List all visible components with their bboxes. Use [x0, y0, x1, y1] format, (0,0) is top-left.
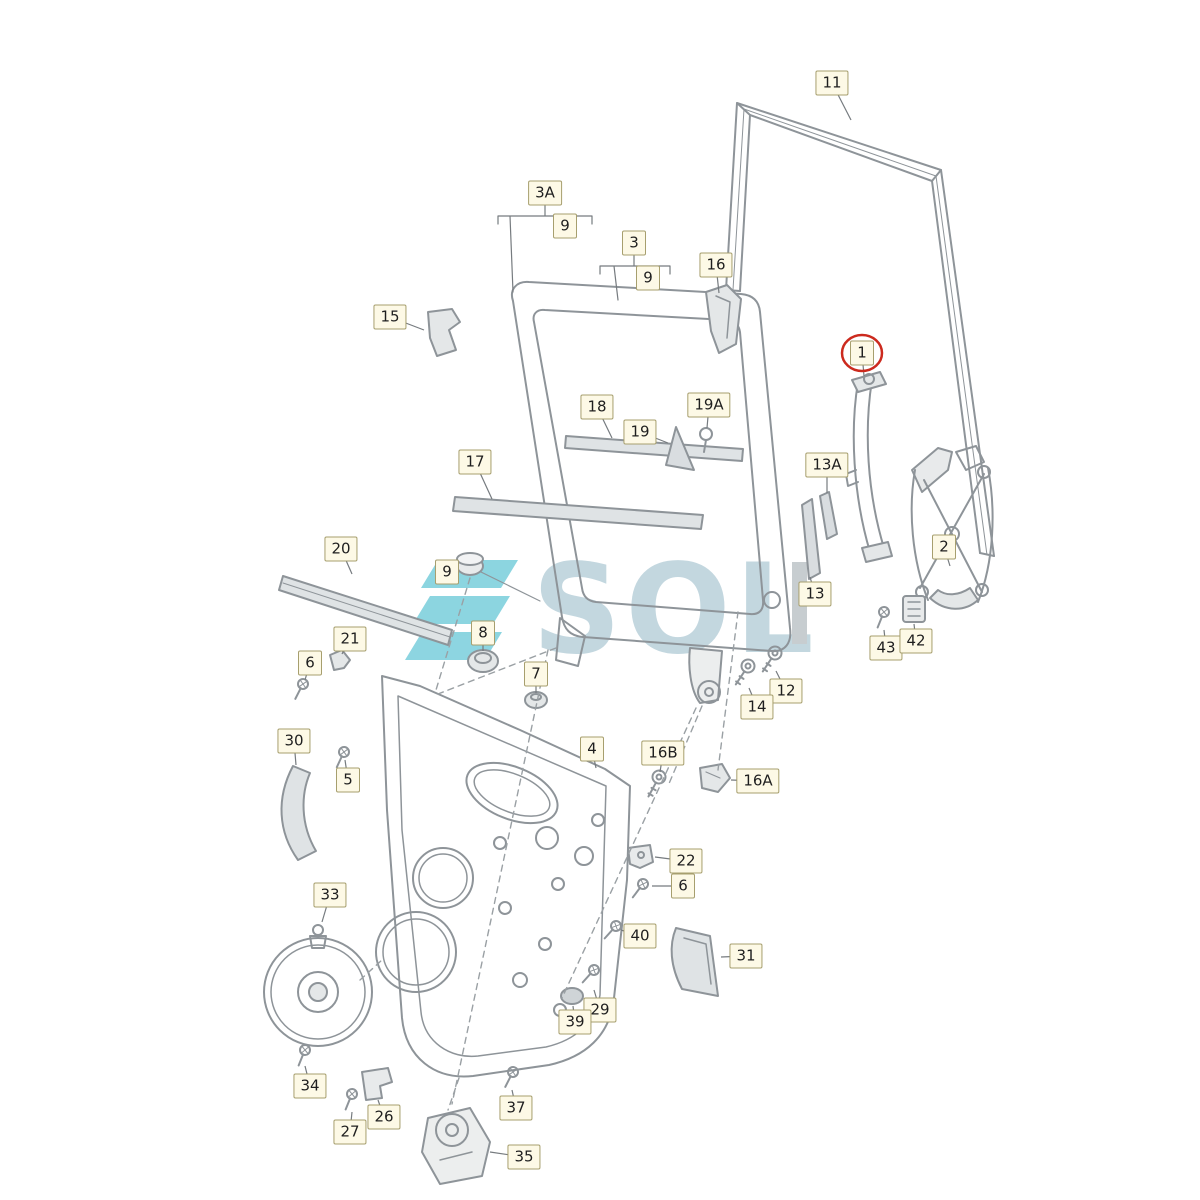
part-label-3: 3 — [622, 230, 646, 256]
speaker-art — [263, 924, 373, 1047]
part-label-6: 6 — [671, 873, 695, 899]
part-label-18: 18 — [580, 394, 614, 420]
part-label-1: 1 — [850, 340, 874, 366]
dashed-construction-lines — [359, 577, 739, 1111]
regulator-mechanism-art — [910, 445, 994, 610]
window-frame-art — [511, 280, 792, 704]
grommets-art — [456, 552, 548, 709]
part-label-37: 37 — [499, 1095, 533, 1121]
part-label-16A: 16A — [736, 768, 780, 794]
part-label-6: 6 — [298, 650, 322, 676]
part-label-20: 20 — [324, 536, 358, 562]
part-label-16: 16 — [699, 252, 733, 278]
lower-fasteners-art — [560, 844, 654, 1005]
part-label-8: 8 — [471, 620, 495, 646]
cover-31-art — [670, 927, 719, 997]
wedge-guides-art — [801, 491, 838, 580]
window-motor-art — [421, 1107, 491, 1185]
highlight-circle-part-1 — [840, 333, 884, 373]
corner-trim-30-art — [280, 765, 317, 861]
part-label-13A: 13A — [805, 452, 849, 478]
bottom-left-fasteners-art — [297, 1043, 520, 1112]
part-label-27: 27 — [333, 1119, 367, 1145]
part-label-42: 42 — [899, 628, 933, 654]
pillar-trim-art — [427, 284, 742, 471]
part-label-15: 15 — [373, 304, 407, 330]
part-label-2: 2 — [932, 534, 956, 560]
part-label-31: 31 — [729, 943, 763, 969]
part-label-14: 14 — [740, 694, 774, 720]
part-label-43: 43 — [869, 635, 903, 661]
part-label-40: 40 — [623, 923, 657, 949]
part-label-22: 22 — [669, 848, 703, 874]
part-label-9: 9 — [553, 213, 577, 239]
part-label-13: 13 — [798, 581, 832, 607]
part-label-35: 35 — [507, 1144, 541, 1170]
part-label-39: 39 — [558, 1009, 592, 1035]
clip-and-screw-42-43-art — [876, 595, 926, 630]
part-label-4: 4 — [580, 736, 604, 762]
part-label-34: 34 — [293, 1073, 327, 1099]
part-label-12: 12 — [769, 678, 803, 704]
part-label-21: 21 — [333, 626, 367, 652]
part-label-17: 17 — [458, 449, 492, 475]
part-label-26: 26 — [367, 1104, 401, 1130]
part-label-19A: 19A — [687, 392, 731, 418]
part-label-33: 33 — [313, 882, 347, 908]
window-regulator-rail-art — [845, 371, 893, 563]
label-group-brackets — [497, 204, 671, 301]
part-label-7: 7 — [524, 661, 548, 687]
window-guide-seal-art — [725, 102, 995, 557]
part-label-19: 19 — [623, 419, 657, 445]
part-label-9: 9 — [636, 265, 660, 291]
part-label-16B: 16B — [641, 740, 685, 766]
part-label-11: 11 — [815, 70, 849, 96]
part-label-9: 9 — [435, 559, 459, 585]
part-label-30: 30 — [277, 728, 311, 754]
part-label-5: 5 — [336, 767, 360, 793]
trim-strips-art — [278, 435, 744, 646]
part-label-3A: 3A — [528, 180, 562, 206]
